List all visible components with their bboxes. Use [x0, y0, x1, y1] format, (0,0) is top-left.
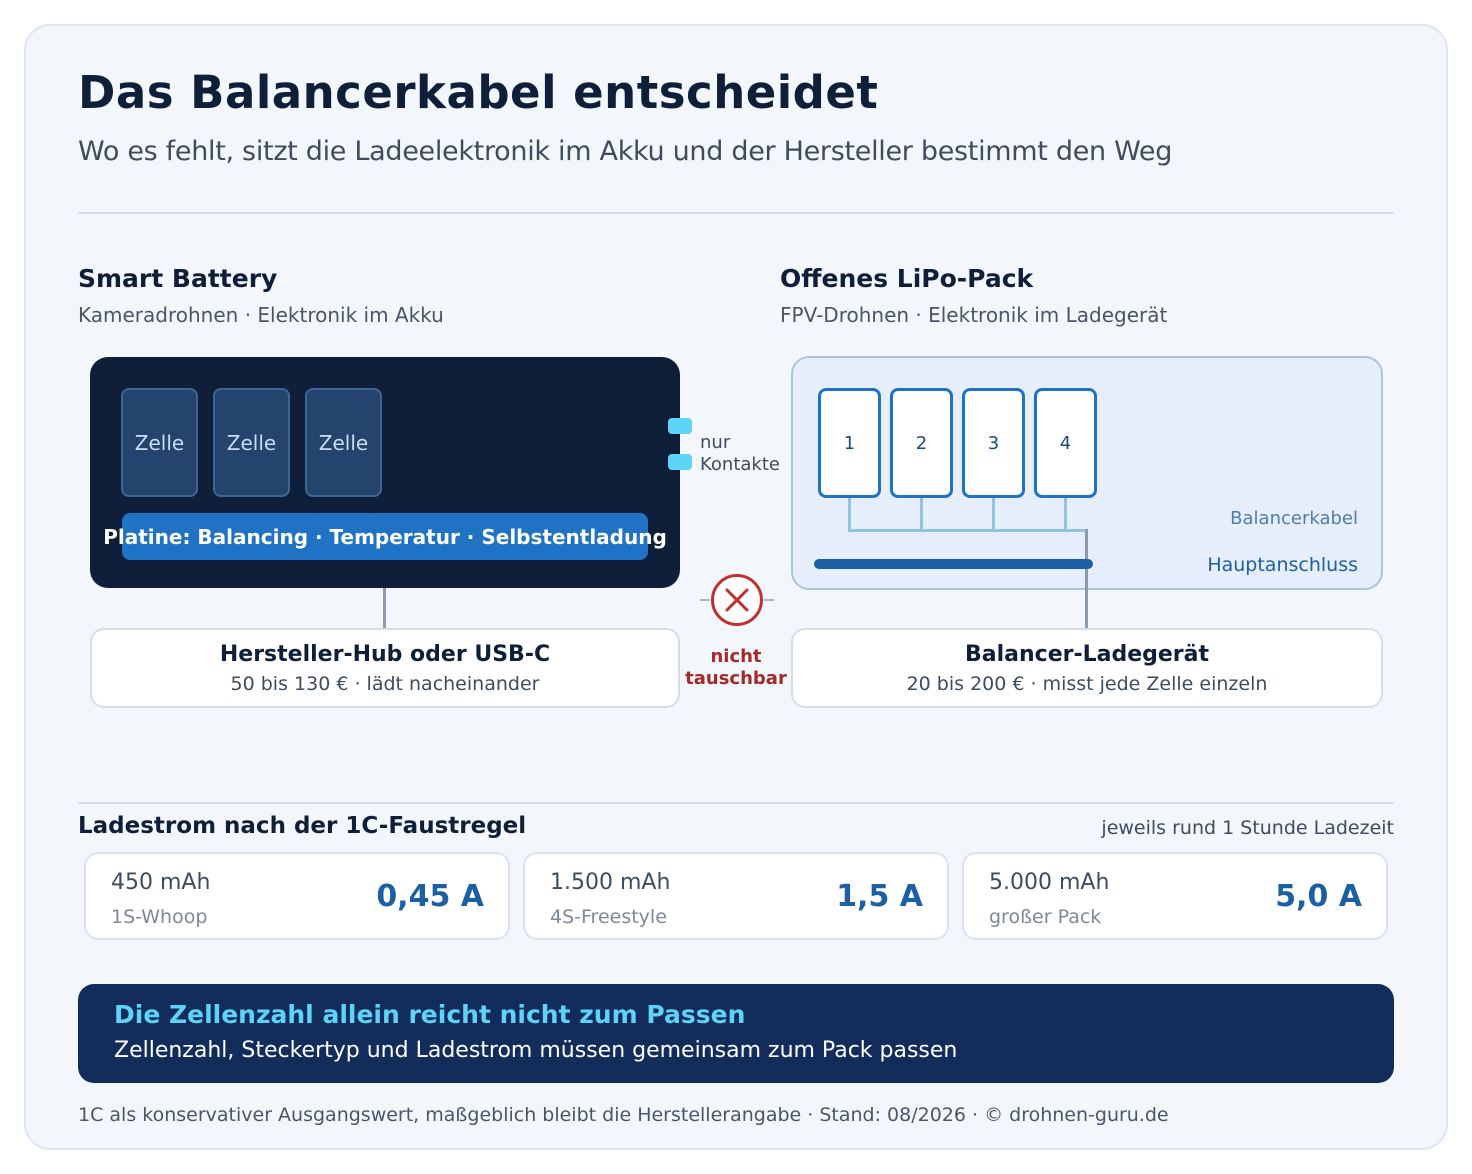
- smart-cell: Zelle: [121, 388, 198, 497]
- tile-current: 5,0 A: [1275, 879, 1362, 914]
- smart-battery-title: Smart Battery: [78, 264, 278, 293]
- smart-charger-title: Hersteller-Hub oder USB-C: [219, 642, 551, 667]
- charge-tile: 450 mAh 1S-Whoop 0,45 A: [84, 852, 510, 940]
- balancer-charger-title: Balancer-Ladegerät: [964, 642, 1210, 667]
- lipo-pack-title: Offenes LiPo-Pack: [780, 264, 1034, 293]
- tile-use: 1S-Whoop: [111, 906, 208, 928]
- tile-current: 0,45 A: [376, 879, 484, 914]
- contact-pin-icon: [668, 418, 692, 434]
- balance-wire-bus: [848, 529, 1088, 532]
- balancer-charger-subtitle: 20 bis 200 € · misst jede Zelle einzeln: [906, 673, 1268, 695]
- lipo-cell: 3: [962, 388, 1025, 498]
- charge-current-note: jeweils rund 1 Stunde Ladezeit: [1101, 817, 1394, 839]
- summary-banner: Die Zellenzahl allein reicht nicht zum P…: [78, 984, 1394, 1083]
- smart-connector-line: [383, 588, 386, 628]
- charge-tile: 1.500 mAh 4S-Freestyle 1,5 A: [523, 852, 949, 940]
- not-swappable-line-2: tauschbar: [685, 668, 787, 689]
- circuit-board-label: Platine: Balancing · Temperatur · Selbst…: [103, 513, 667, 560]
- not-swappable-label: nicht tauschbar: [680, 646, 792, 690]
- not-swappable-x-icon: [711, 574, 763, 626]
- banner-text: Zellenzahl, Steckertyp und Ladestrom müs…: [114, 1038, 958, 1063]
- lipo-pack-subtitle: FPV-Drohnen · Elektronik im Ladegerät: [780, 303, 1168, 327]
- section-divider: [78, 802, 1394, 804]
- smart-cell: Zelle: [305, 388, 382, 497]
- main-connector-label: Hauptanschluss: [1207, 554, 1358, 576]
- tile-capacity: 1.500 mAh: [550, 870, 671, 895]
- contacts-label: nur Kontakte: [700, 432, 780, 476]
- charge-tile: 5.000 mAh großer Pack 5,0 A: [962, 852, 1388, 940]
- contact-pin-icon: [668, 454, 692, 470]
- balance-wire: [1064, 498, 1067, 532]
- smart-battery-subtitle: Kameradrohnen · Elektronik im Akku: [78, 303, 444, 327]
- contacts-label-line-1: nur: [700, 432, 731, 453]
- smart-cell: Zelle: [213, 388, 290, 497]
- balancer-charger-box: Balancer-Ladegerät 20 bis 200 € · misst …: [791, 628, 1383, 708]
- smart-charger-subtitle: 50 bis 130 € · lädt nacheinander: [230, 673, 540, 695]
- lipo-cell: 1: [818, 388, 881, 498]
- charge-current-title: Ladestrom nach der 1C-Faustregel: [78, 813, 527, 839]
- banner-title: Die Zellenzahl allein reicht nicht zum P…: [114, 1000, 746, 1029]
- swap-line-right: [764, 599, 774, 601]
- not-swappable-line-1: nicht: [710, 646, 762, 667]
- swap-line-left: [700, 599, 710, 601]
- balance-wire: [920, 498, 923, 532]
- balance-wire: [848, 498, 851, 532]
- balance-to-charger-line: [1085, 529, 1088, 628]
- tile-use: 4S-Freestyle: [550, 906, 667, 928]
- lipo-cell: 2: [890, 388, 953, 498]
- balancer-cable-label: Balancerkabel: [1230, 508, 1358, 529]
- balance-wire: [992, 498, 995, 532]
- header-divider: [78, 212, 1394, 214]
- contacts-label-line-2: Kontakte: [700, 454, 780, 475]
- page-title: Das Balancerkabel entscheidet: [78, 66, 879, 119]
- tile-capacity: 450 mAh: [111, 870, 211, 895]
- smart-charger-box: Hersteller-Hub oder USB-C 50 bis 130 € ·…: [90, 628, 680, 708]
- page-subtitle: Wo es fehlt, sitzt die Ladeelektronik im…: [78, 136, 1173, 167]
- tile-current: 1,5 A: [836, 879, 923, 914]
- tile-capacity: 5.000 mAh: [989, 870, 1110, 895]
- lipo-cell: 4: [1034, 388, 1097, 498]
- footer-note: 1C als konservativer Ausgangswert, maßge…: [78, 1104, 1169, 1126]
- main-cable: [814, 559, 1093, 569]
- tile-use: großer Pack: [989, 906, 1102, 928]
